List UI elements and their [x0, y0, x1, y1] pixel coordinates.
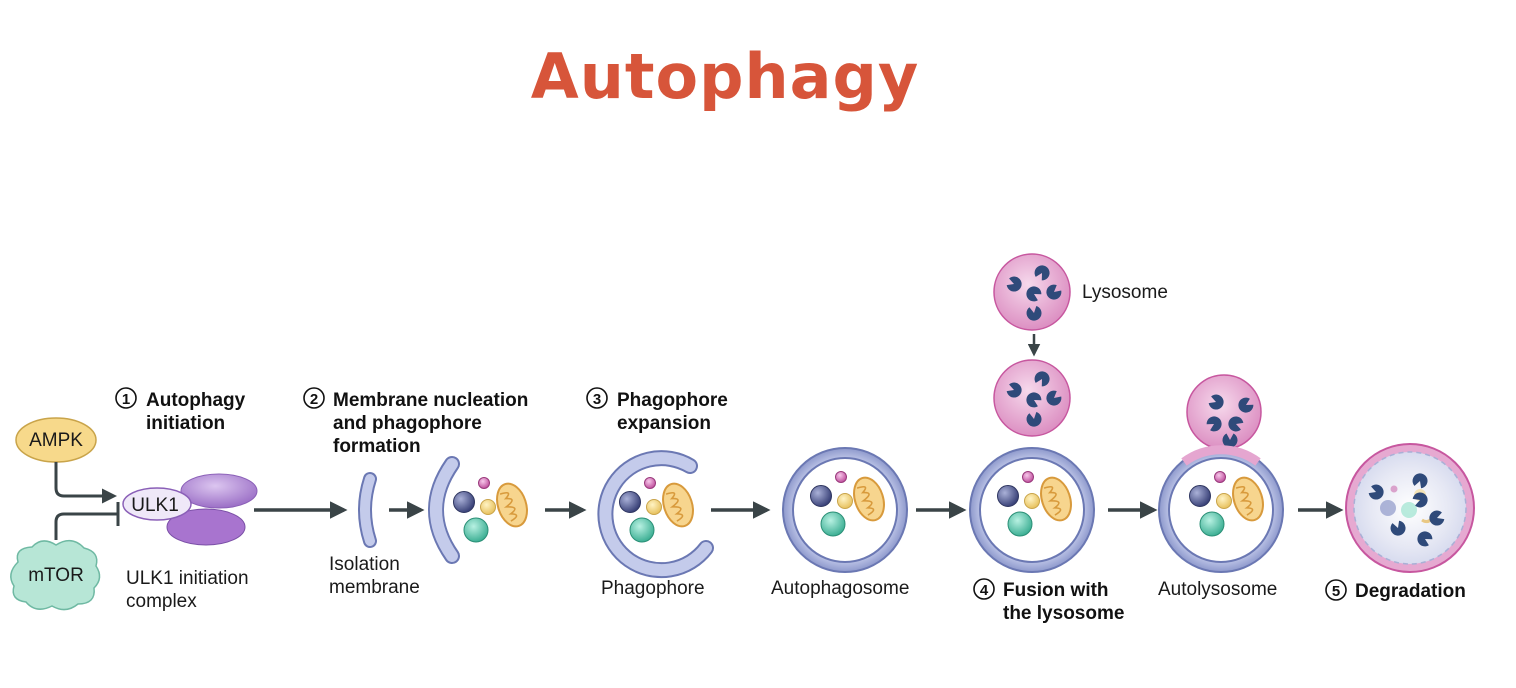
step-3-number: 3: [593, 391, 601, 408]
isolation-label-line1: Isolation: [329, 554, 400, 575]
step-2-label: 2 Membrane nucleation and phagophore for…: [303, 387, 528, 457]
step-3-line1: Phagophore: [617, 390, 728, 411]
step-1-number: 1: [122, 391, 130, 408]
flow-arrows: [254, 334, 1344, 519]
step-1-line2: initiation: [146, 413, 225, 434]
ampk-label: AMPK: [29, 430, 83, 451]
ulk1-complex: ULK1: [122, 473, 258, 546]
step-2-line1: Membrane nucleation: [333, 390, 528, 411]
step-4-number: 4: [980, 582, 989, 599]
mtor-label: mTOR: [28, 565, 84, 586]
nucleating-phagophore: [428, 456, 532, 564]
step-5-line1: Degradation: [1355, 581, 1466, 602]
complex-label-line1: ULK1 initiation: [126, 568, 249, 589]
diagram-title: Autophagy: [0, 40, 1516, 113]
step-5-number: 5: [1332, 583, 1340, 600]
step-5-label: 5 Degradation: [1325, 579, 1466, 602]
diagram-title-text: Autophagy: [530, 40, 920, 113]
lysosome-label: Lysosome: [1082, 282, 1168, 303]
ampk-node: AMPK: [15, 417, 97, 463]
step-1-label: 1 Autophagy initiation: [115, 387, 246, 434]
activation-arrow-icon: [54, 462, 117, 504]
step-2-line3: formation: [333, 436, 421, 457]
isolation-label-line2: membrane: [329, 577, 420, 598]
isolation-membrane: [358, 472, 377, 548]
step-2-line2: and phagophore: [333, 413, 482, 434]
step-1-line1: Autophagy: [146, 390, 246, 411]
step-4-line1: Fusion with: [1003, 580, 1109, 601]
phagophore-label: Phagophore: [601, 578, 705, 599]
autolysosome: [1158, 374, 1284, 573]
fusion-stage: [969, 359, 1095, 573]
phagophore: [597, 450, 714, 579]
autolysosome-label: Autolysosome: [1158, 579, 1277, 600]
degradation-vesicle: [1345, 443, 1475, 573]
complex-label-line2: complex: [126, 591, 197, 612]
step-2-number: 2: [310, 391, 318, 408]
ulk1-label: ULK1: [131, 495, 179, 516]
autophagosome: [782, 447, 908, 573]
autophagosome-label: Autophagosome: [771, 578, 909, 599]
mtor-node: mTOR: [10, 539, 101, 611]
lysosome: [993, 253, 1071, 331]
step-4-line2: the lysosome: [1003, 603, 1124, 624]
step-3-line2: expansion: [617, 413, 711, 434]
inhibition-icon: [54, 512, 118, 540]
step-3-label: 3 Phagophore expansion: [586, 387, 728, 434]
step-4-label: 4 Fusion with the lysosome: [973, 578, 1124, 624]
